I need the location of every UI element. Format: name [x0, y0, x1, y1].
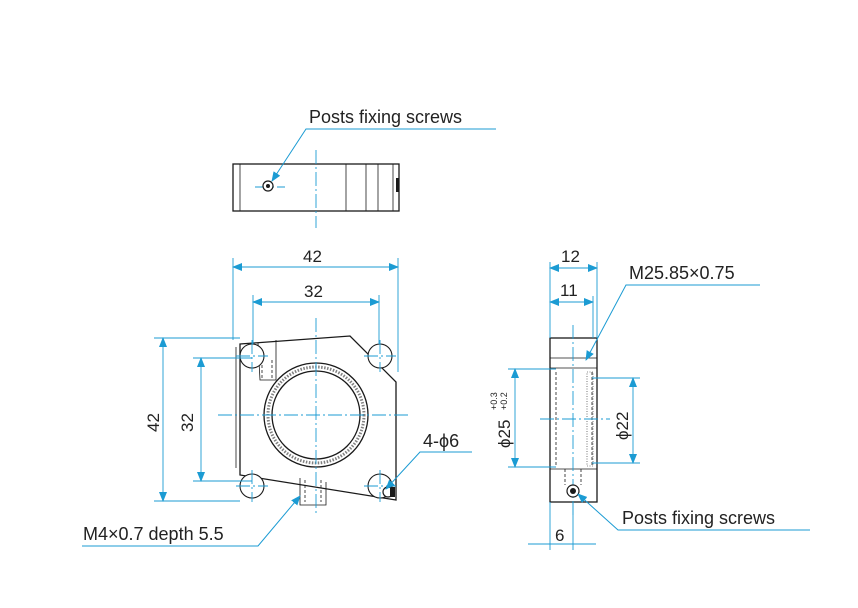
dim-inner-text: ϕ22 [613, 412, 632, 440]
dim-bore-tol-upper: +0.3 [489, 392, 499, 410]
dim-bore-tol-lower: +0.2 [499, 392, 509, 410]
posts-screws-leader-top [271, 128, 496, 182]
holes-label: 4-ϕ6 [423, 431, 459, 451]
dim-side-12-text: 12 [561, 247, 580, 266]
dim-inner [592, 377, 640, 464]
dim-width-42-text: 42 [303, 247, 322, 266]
dim-width-32-text: 32 [304, 282, 323, 301]
posts-screws-label-top: Posts fixing screws [309, 107, 462, 127]
side-view [540, 325, 610, 515]
dim-height-32 [193, 357, 252, 482]
dim-bore [508, 368, 556, 468]
dim-height-42 [154, 337, 240, 502]
tap-label: M4×0.7 depth 5.5 [83, 524, 224, 544]
thread-leader [585, 284, 760, 361]
dim-side-11-text: 11 [560, 281, 578, 300]
holes-leader [385, 451, 472, 490]
dim-side-6-text: 6 [555, 526, 564, 545]
dim-width-42 [232, 258, 399, 372]
posts-screws-leader-side [577, 493, 810, 531]
tap-leader [82, 495, 301, 547]
dim-height-42-text: 42 [144, 413, 163, 432]
front-view [218, 318, 410, 515]
posts-screws-label-side: Posts fixing screws [622, 508, 775, 528]
top-view [232, 150, 400, 228]
dim-width-32 [252, 295, 380, 344]
dim-height-32-text: 32 [178, 413, 197, 432]
dim-side-12 [549, 262, 598, 338]
dim-side-11 [549, 296, 594, 338]
dim-bore-text: ϕ25 [495, 420, 514, 448]
dim-side-6 [528, 502, 596, 550]
thread-label: M25.85×0.75 [629, 263, 735, 283]
